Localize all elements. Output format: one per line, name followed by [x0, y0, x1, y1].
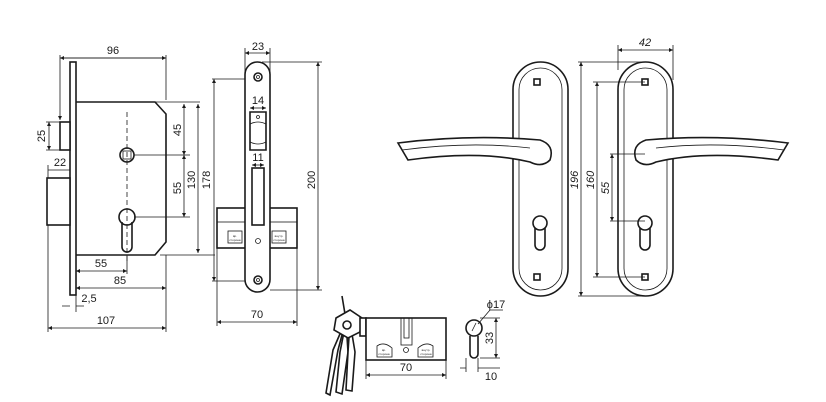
right-handle	[617, 61, 790, 297]
dim-130: 130	[186, 171, 198, 189]
mortise-lock-body	[46, 61, 167, 296]
left-lever	[396, 136, 553, 166]
svg-text:сторона: сторона	[378, 352, 390, 356]
left-handle	[396, 61, 569, 297]
svg-text:внутр.: внутр.	[422, 348, 431, 352]
dim-107: 107	[97, 315, 115, 327]
svg-text:сторона: сторона	[273, 238, 285, 242]
svg-text:вр.: вр.	[382, 348, 386, 352]
cylinder-side-view: ϕ17 33 10	[460, 299, 505, 383]
dim-2-5: 2,5	[81, 293, 96, 305]
dim-196: 196	[569, 170, 581, 189]
dim-diameter-17: ϕ17	[487, 299, 505, 311]
dim-55-handle: 55	[600, 181, 612, 194]
dim-25: 25	[36, 130, 48, 142]
dim-55-vertical: 55	[172, 182, 184, 194]
cylinder-with-keys: вр.сторона внутр.сторона 70	[325, 295, 447, 397]
dim-33: 33	[484, 332, 496, 344]
svg-text:сторона: сторона	[229, 238, 241, 242]
svg-text:вр.: вр.	[233, 234, 237, 238]
mortise-lock-dimensions: 96 25 22 45 55 130 178 55 85 2,5 107	[36, 45, 250, 332]
dim-14: 14	[252, 95, 264, 107]
faceplate-dimensions: 23 14 11 200 70	[216, 41, 322, 326]
deadbolt	[46, 177, 71, 226]
dim-55-horizontal: 55	[95, 258, 107, 270]
svg-text:сторона: сторона	[420, 352, 432, 356]
key-ring	[333, 309, 363, 339]
dim-178: 178	[201, 171, 213, 189]
dim-85: 85	[114, 275, 126, 287]
dim-70-cylinder: 70	[400, 362, 412, 374]
dim-23: 23	[252, 41, 264, 53]
dim-160: 160	[585, 170, 597, 189]
latch-bolt	[59, 121, 71, 151]
dim-11: 11	[252, 152, 263, 164]
dim-200: 200	[306, 171, 318, 189]
handle-dimensions: 42 196 160 55	[569, 37, 674, 297]
dim-45: 45	[172, 124, 184, 136]
dim-22: 22	[54, 157, 66, 169]
svg-text:внутр.: внутр.	[275, 234, 284, 238]
right-lever	[633, 136, 790, 166]
dim-70-faceplate: 70	[251, 309, 263, 321]
faceplate-front-view: вр.сторона внутр.сторона	[216, 61, 298, 293]
dim-42: 42	[639, 37, 651, 49]
dim-96: 96	[107, 45, 119, 57]
dim-10: 10	[485, 371, 497, 383]
